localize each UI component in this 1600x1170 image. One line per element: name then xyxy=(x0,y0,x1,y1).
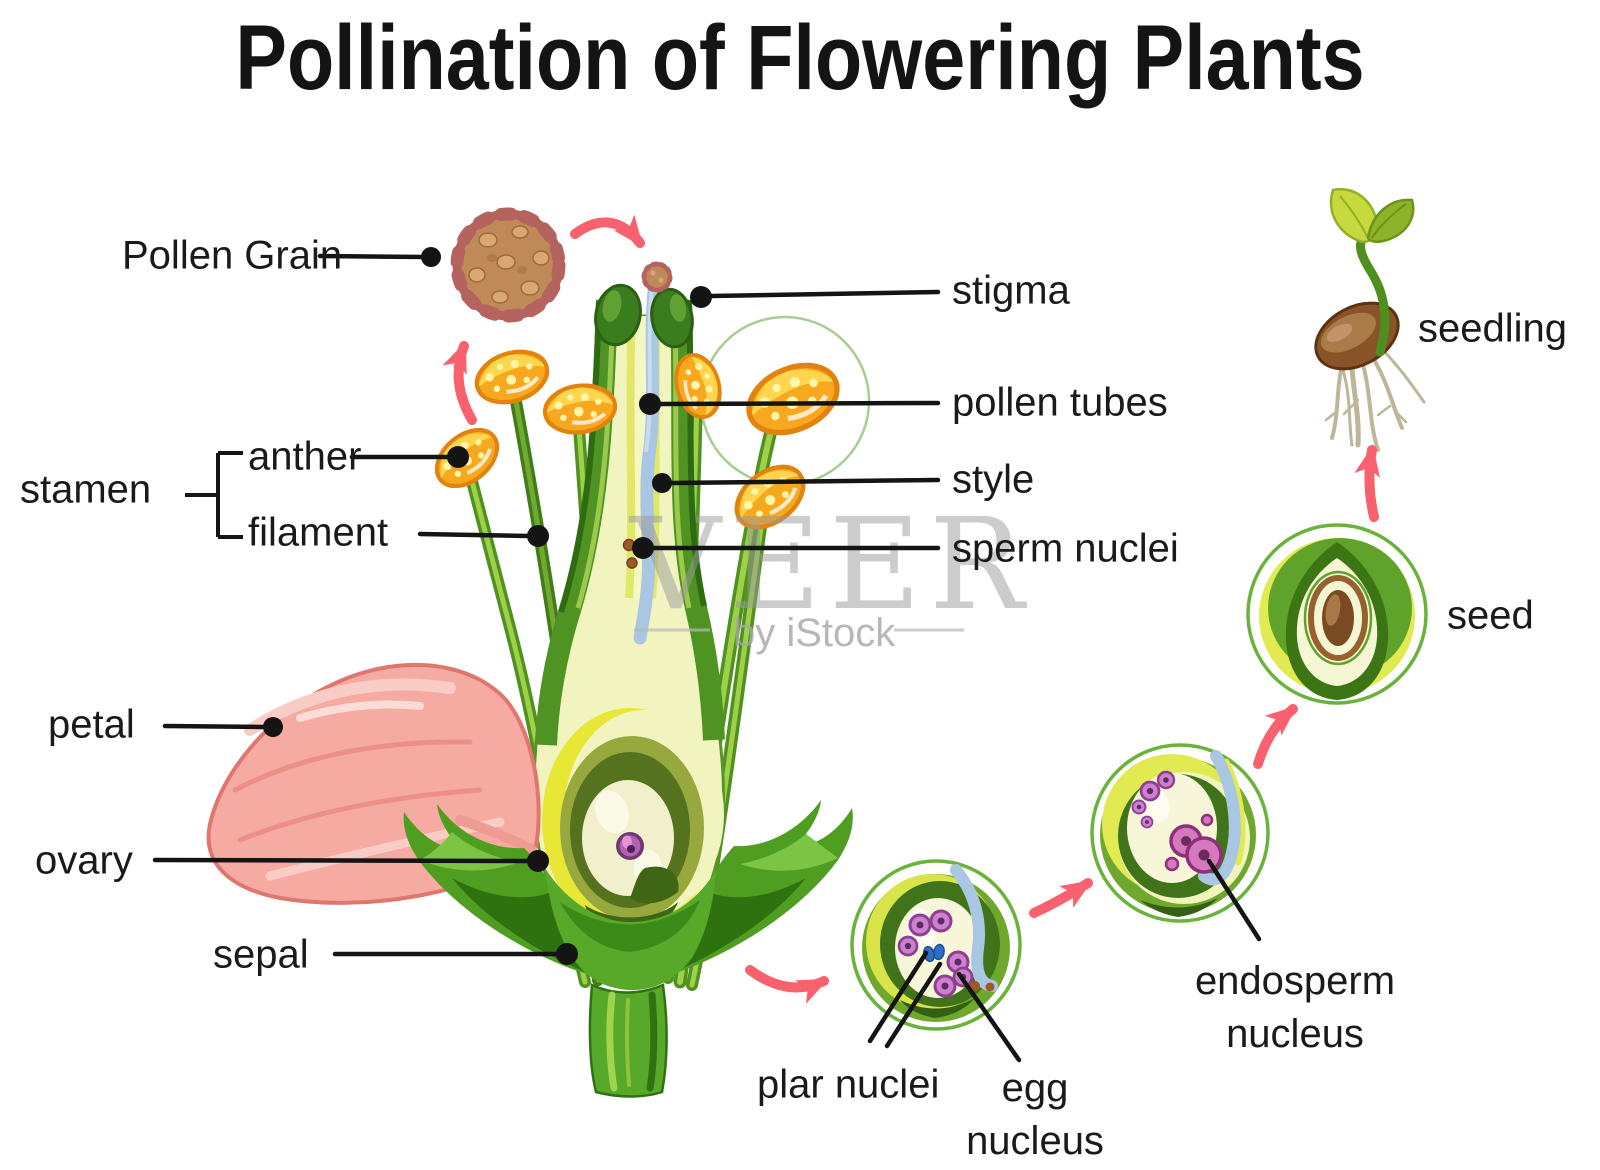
stigma-lobes xyxy=(594,283,694,349)
stamen-bracket xyxy=(185,451,243,539)
label-endosperm-line2: nucleus xyxy=(1226,1011,1364,1056)
leader-dots xyxy=(263,247,712,965)
watermark: VEER by iStock xyxy=(628,491,1032,655)
label-seedling: seedling xyxy=(1418,306,1568,351)
flower-stem xyxy=(588,983,668,1098)
label-egg-nucleus: egg nucleus xyxy=(930,1062,1140,1168)
label-style: style xyxy=(952,457,1035,502)
label-egg-nucleus-line1: egg xyxy=(1001,1066,1069,1110)
ovule-nucleus xyxy=(616,832,644,860)
ovule-stage-endosperm xyxy=(1090,743,1270,923)
arrow-endosperm-to-seed xyxy=(1253,704,1298,769)
cycle-arrows xyxy=(442,214,1380,1004)
arrow-anther-to-grain xyxy=(442,341,477,425)
label-seed: seed xyxy=(1447,593,1534,638)
endosperm-nucleus-dots xyxy=(1164,813,1223,874)
polar-nuclei-dots xyxy=(923,943,945,963)
label-filament: filament xyxy=(248,510,389,555)
seed-stage xyxy=(1246,523,1428,705)
label-sepal: sepal xyxy=(213,932,309,977)
arrow-grain-to-stigma xyxy=(570,214,645,248)
arrow-seed-to-seedling xyxy=(1354,445,1380,522)
arrow-ovule-to-endosperm xyxy=(1029,878,1093,918)
label-stigma: stigma xyxy=(952,268,1070,313)
ovule-stage-fertilization xyxy=(850,859,1022,1031)
label-ovary: ovary xyxy=(35,838,133,883)
pollen-tube xyxy=(633,275,662,645)
label-anther: anther xyxy=(248,434,362,479)
label-petal: petal xyxy=(48,702,135,747)
label-endosperm-line1: endosperm xyxy=(1194,959,1396,1003)
leader-lines xyxy=(152,253,1262,1063)
watermark-brand: VEER xyxy=(628,491,1032,638)
pollen-grain-on-stigma xyxy=(641,261,673,293)
seedling-leaves xyxy=(1329,188,1415,244)
pollen-grain-illustration xyxy=(450,207,566,323)
label-endosperm-nucleus: endosperm nucleus xyxy=(1170,955,1420,1061)
label-sperm-nuclei: sperm nuclei xyxy=(952,526,1179,571)
seedling-seed xyxy=(1314,301,1400,371)
sperm-nuclei-dots xyxy=(622,538,638,569)
label-pollen-grain: Pollen Grain xyxy=(122,233,343,278)
label-stamen: stamen xyxy=(20,467,152,512)
arrow-flower-to-ovule xyxy=(745,965,829,1004)
seedling-stem xyxy=(1355,235,1390,357)
label-egg-nucleus-line2: nucleus xyxy=(966,1118,1104,1163)
watermark-sub: by iStock xyxy=(733,611,896,655)
seedling-illustration xyxy=(1314,188,1426,452)
label-plar-nuclei: plar nuclei xyxy=(757,1062,940,1107)
page-title: Pollination of Flowering Plants xyxy=(235,7,1365,109)
flower-cross-section xyxy=(206,261,871,1098)
label-pollen-tubes: pollen tubes xyxy=(952,380,1168,425)
